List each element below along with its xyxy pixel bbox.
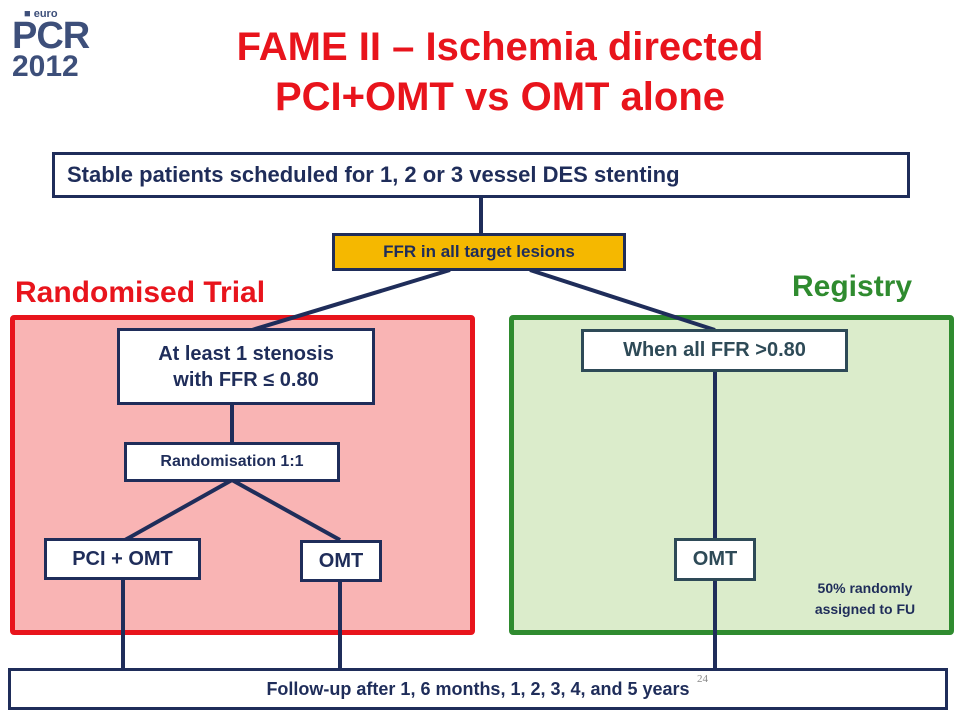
trial-omt-box: OMT (300, 540, 382, 582)
randomisation-box: Randomisation 1:1 (124, 442, 340, 482)
note-line-2: assigned to FU (814, 601, 916, 617)
page-number: 24 (697, 673, 708, 685)
logo-year-text: 2012 (12, 50, 79, 83)
line-ffr-to-stenosis (251, 268, 451, 332)
logo-pcr-text: PCR (12, 15, 90, 57)
stenosis-line-2: with FFR ≤ 0.80 (173, 368, 319, 391)
all-ffr-condition-box: When all FFR >0.80 (581, 329, 848, 372)
line-randomisation-to-pci (124, 478, 233, 542)
pci-omt-box: PCI + OMT (44, 538, 201, 580)
logo-euro-text: ■ euro (24, 8, 58, 20)
line-randomisation-to-omt (231, 478, 341, 542)
stenosis-line-1: At least 1 stenosis (158, 342, 334, 365)
title-line-2: PCI+OMT vs OMT alone (274, 75, 726, 119)
stenosis-box: At least 1 stenosis with FFR ≤ 0.80 (117, 328, 375, 405)
line-ffr-to-condition (529, 268, 716, 332)
title-line-1: FAME II – Ischemia directed (236, 25, 764, 69)
registry-omt-box: OMT (674, 538, 756, 581)
registry-fu-note: 50% randomly assigned to FU (790, 578, 940, 620)
slide-title: FAME II – Ischemia directed PCI+OMT vs O… (150, 22, 850, 122)
followup-box: Follow-up after 1, 6 months, 1, 2, 3, 4,… (8, 668, 948, 710)
europcr-logo: ■ euro PCR 2012 (12, 8, 92, 83)
registry-label: Registry (792, 270, 913, 303)
note-line-1: 50% randomly (817, 580, 913, 596)
ffr-all-lesions-box: FFR in all target lesions (332, 233, 626, 271)
stable-patients-box: Stable patients scheduled for 1, 2 or 3 … (52, 152, 910, 198)
randomised-trial-label: Randomised Trial (15, 276, 266, 309)
